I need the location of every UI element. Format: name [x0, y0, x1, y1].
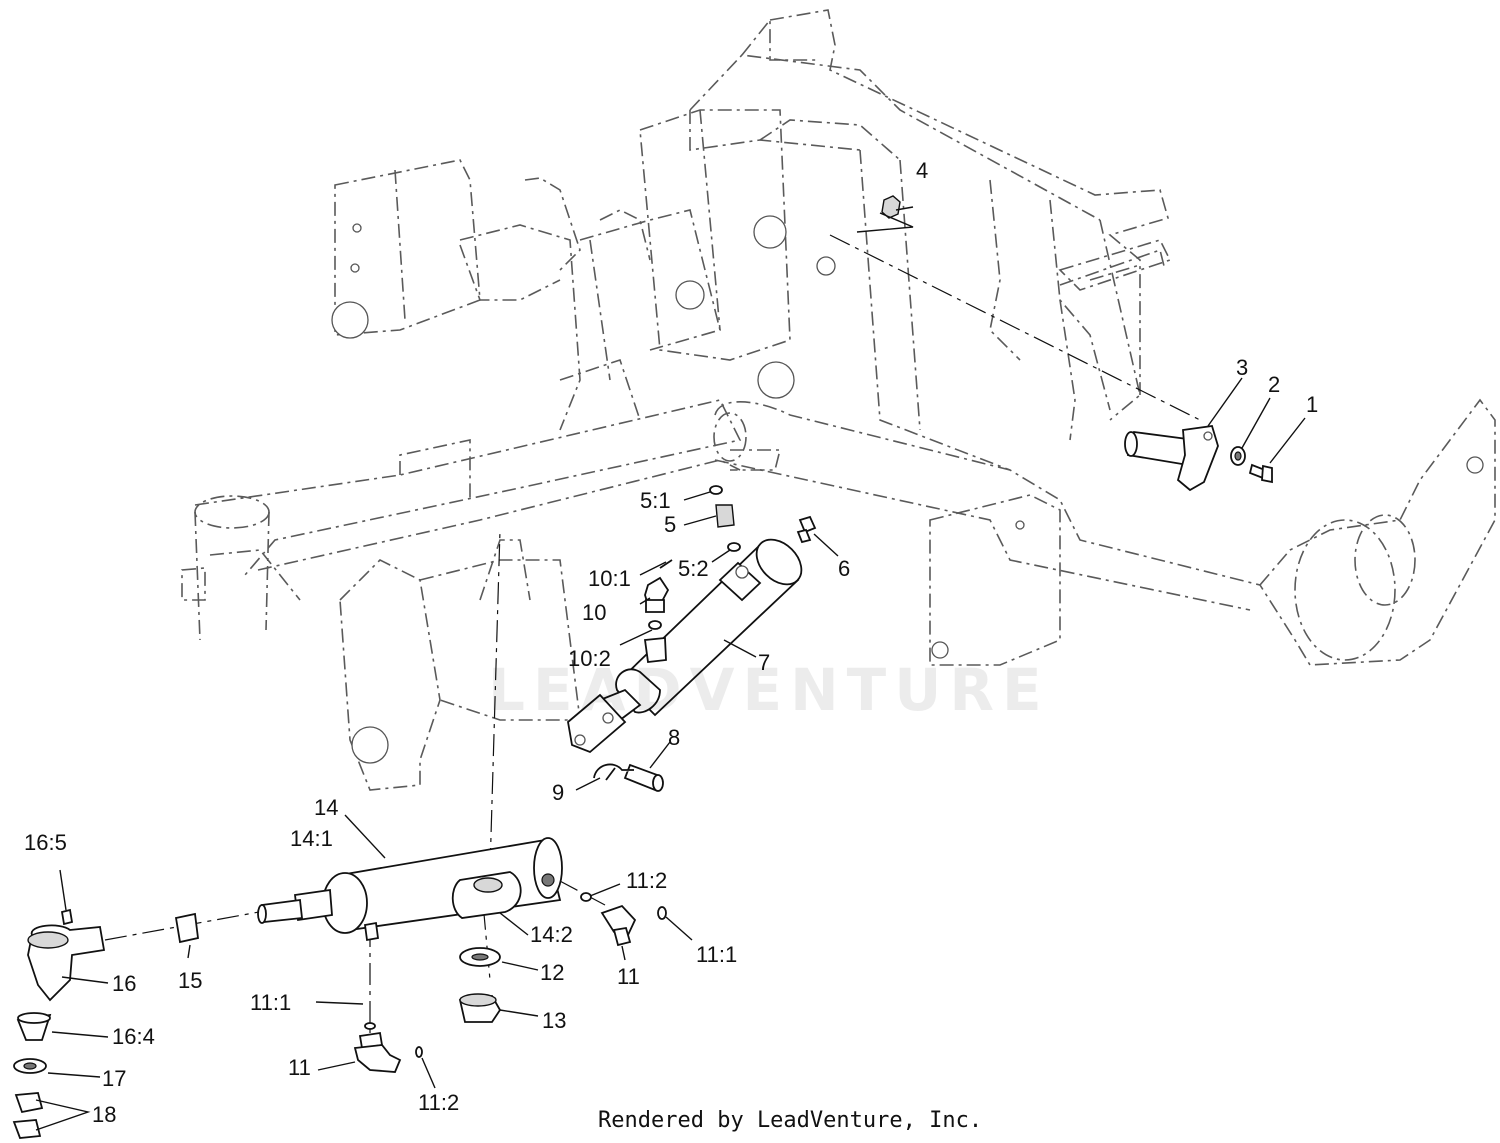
mower-frame: [181, 9, 1496, 791]
callout-10: 10: [582, 600, 606, 625]
part-11-2-o-ring-lower: [415, 1046, 423, 1058]
callout-14: 14: [314, 795, 338, 820]
leader-lines: [35, 206, 1306, 1131]
callout-labels: 4 3 2 1 5:1 5 5:2 6 10:1 10 10:2 7 8 9 1…: [24, 158, 1318, 1127]
callout-5-1: 5:1: [640, 488, 671, 513]
callout-7: 7: [758, 650, 770, 675]
callout-11-upper: 11: [617, 964, 640, 989]
callout-12: 12: [540, 960, 564, 985]
part-16-4-dust-boot: [16, 1012, 52, 1041]
callout-18: 18: [92, 1102, 116, 1127]
part-14-steering-cylinder: [257, 837, 563, 942]
part-13-nut: [458, 993, 502, 1023]
callout-11-2-lower: 11:2: [418, 1090, 459, 1115]
callout-14-1: 14:1: [290, 826, 333, 851]
part-3-pivot-pin: [1124, 425, 1219, 492]
callout-5: 5: [664, 512, 676, 537]
part-5-2-o-ring: [727, 542, 741, 552]
callout-16-5: 16:5: [24, 830, 67, 855]
part-15-jam-nut: [174, 912, 199, 944]
part-10-elbow: [644, 576, 670, 613]
part-5-1-o-ring: [709, 485, 723, 495]
callout-11-1-lower: 11:1: [250, 990, 291, 1015]
part-11-elbow-upper: [600, 904, 637, 947]
part-17-washer: [13, 1058, 47, 1074]
callout-4: 4: [916, 158, 928, 183]
callout-13: 13: [542, 1008, 566, 1033]
watermark-text: LEADVENTURE: [488, 656, 1050, 724]
part-16-tie-rod-end: [27, 908, 106, 1002]
part-8-clevis-pin: [623, 763, 664, 792]
callout-11-lower: 11: [288, 1055, 311, 1080]
part-11-2-o-ring-upper: [580, 892, 592, 902]
callout-5-2: 5:2: [678, 556, 709, 581]
callout-6: 6: [838, 556, 850, 581]
callout-1: 1: [1306, 392, 1318, 417]
part-10-2-o-ring: [648, 620, 662, 630]
part-1-bolt: [1248, 463, 1273, 484]
callout-17: 17: [102, 1066, 126, 1091]
part-7-cylinder: [567, 538, 803, 754]
part-18-nuts: [12, 1092, 44, 1139]
part-6-fitting: [796, 515, 817, 544]
callout-14-2: 14:2: [530, 922, 573, 947]
callout-9: 9: [552, 780, 564, 805]
part-10-1-o-ring: [659, 559, 673, 569]
part-4-nut: [881, 195, 901, 219]
callout-3: 3: [1236, 355, 1248, 380]
callout-10-2: 10:2: [568, 646, 611, 671]
part-2-washer: [1230, 446, 1246, 466]
callout-8: 8: [668, 725, 680, 750]
render-credit: Rendered by LeadVenture, Inc.: [598, 1108, 983, 1133]
callout-10-1: 10:1: [588, 566, 631, 591]
callout-11-2-upper: 11:2: [626, 868, 667, 893]
callout-2: 2: [1268, 372, 1280, 397]
callout-16-4: 16:4: [112, 1024, 155, 1049]
part-5-fitting: [715, 504, 735, 528]
part-11-elbow-lower: [353, 1031, 402, 1073]
callout-15: 15: [178, 968, 202, 993]
callout-11-1-upper: 11:1: [696, 942, 737, 967]
part-11-1-o-ring-lower: [364, 1022, 376, 1030]
part-10-fitting-base: [643, 637, 667, 663]
part-11-1-o-ring-upper: [657, 906, 667, 920]
part-9-hair-pin: [593, 763, 634, 781]
callout-16: 16: [112, 971, 136, 996]
part-12-washer: [459, 947, 501, 967]
